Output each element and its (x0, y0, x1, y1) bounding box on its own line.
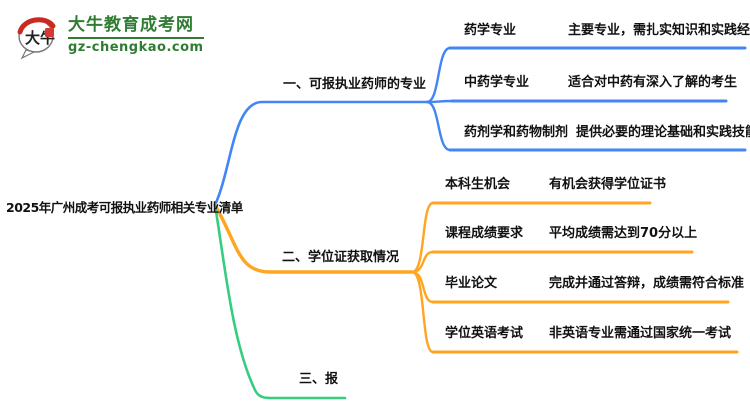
leaf-description: 平均成绩需达到70分以上 (549, 225, 698, 241)
leaf-title: 本科生机会 (445, 176, 511, 192)
leaf-title: 药学专业 (464, 22, 517, 38)
leaf-row: 中药学专业 适合对中药有深入了解的考生 (452, 72, 738, 90)
leaf-title: 中药学专业 (464, 74, 530, 90)
leaf-row: 毕业论文 完成并通过答辩，成绩需符合标准 (433, 273, 745, 291)
leaf-row: 课程成绩要求 平均成绩需达到70分以上 (433, 223, 698, 241)
leaf-description: 完成并通过答辩，成绩需符合标准 (549, 275, 745, 291)
branch-3-connectors (213, 203, 347, 400)
leaf-row: 本科生机会 有机会获得学位证书 (433, 174, 667, 192)
logo-icon: 大牛 (17, 17, 56, 60)
branch-1-topic: 一、可报执业药师的专业 (283, 77, 427, 92)
branch-1-connectors (213, 46, 747, 207)
leaf-title: 学位英语考试 (445, 325, 524, 341)
branch-2-topic: 二、学位证获取情况 (282, 250, 400, 265)
leaf-description: 有机会获得学位证书 (549, 176, 667, 192)
leaf-row: 学位英语考试 非英语专业需通过国家统一考试 (433, 323, 732, 341)
leaf-description: 提供必要的理论基础和实践技能 (576, 124, 750, 140)
leaf-description: 非英语专业需通过国家统一考试 (549, 325, 732, 341)
branch-3-topic: 三、报 (299, 372, 339, 387)
leaf-title: 药剂学和药物制剂 (464, 124, 569, 140)
leaf-row: 药学专业 主要专业，需扎实知识和实践经验 (452, 20, 750, 38)
branch-2-connectors (213, 201, 739, 354)
site-url: gz-chengkao.com (68, 40, 204, 55)
leaf-description: 主要专业，需扎实知识和实践经验 (568, 22, 750, 38)
leaf-title: 毕业论文 (445, 275, 498, 291)
leaf-description: 适合对中药有深入了解的考生 (568, 74, 738, 90)
site-logo: 大牛 大牛教育成考网 gz-chengkao.com (12, 10, 204, 60)
root-topic: 2025年广州成考可报执业药师相关专业清单 (6, 200, 243, 215)
site-name: 大牛教育成考网 (68, 15, 194, 35)
leaf-title: 课程成绩要求 (445, 225, 524, 241)
leaf-row: 药剂学和药物制剂 提供必要的理论基础和实践技能 (452, 122, 750, 140)
logo-divider (68, 37, 204, 39)
